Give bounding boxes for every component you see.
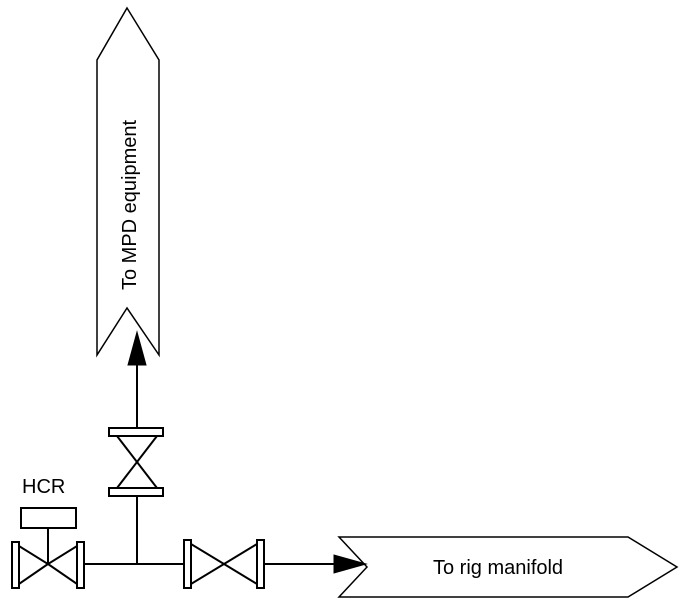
rig-destination-flag: To rig manifold [337, 536, 679, 598]
vertical-valve-bottom-flange [108, 487, 164, 497]
mpd-flag-outline [96, 6, 160, 358]
hcr-label: HCR [22, 476, 65, 498]
hcr-valve-left-triangle [18, 544, 50, 586]
hcr-valve-right-triangle [46, 544, 78, 586]
vertical-valve-upper-triangle [114, 435, 160, 464]
rig-flag-label: To rig manifold [433, 557, 563, 579]
horizontal-valve-left-triangle [190, 542, 226, 586]
vertical-valve-top-flange [108, 427, 164, 437]
hcr-valve-left-flange [11, 541, 20, 589]
hcr-actuator-box [20, 507, 77, 529]
mpd-arrow-head [127, 330, 147, 366]
horizontal-valve-left-flange [183, 539, 192, 589]
rig-flow-arrow [264, 554, 368, 574]
mpd-flag-label: To MPD equipment [119, 119, 141, 290]
hcr-valve [11, 541, 85, 589]
mpd-destination-flag: To MPD equipment [96, 6, 160, 358]
horizontal-gate-valve [183, 539, 265, 589]
horizontal-valve-right-triangle [222, 542, 258, 586]
rig-arrow-head [333, 554, 368, 574]
vertical-gate-valve [108, 427, 164, 497]
hcr-valve-right-flange [76, 541, 85, 589]
horizontal-valve-right-flange [256, 539, 265, 589]
rig-flag-outline [337, 536, 679, 598]
vertical-valve-lower-triangle [114, 460, 160, 489]
mpd-flow-arrow [127, 330, 147, 428]
